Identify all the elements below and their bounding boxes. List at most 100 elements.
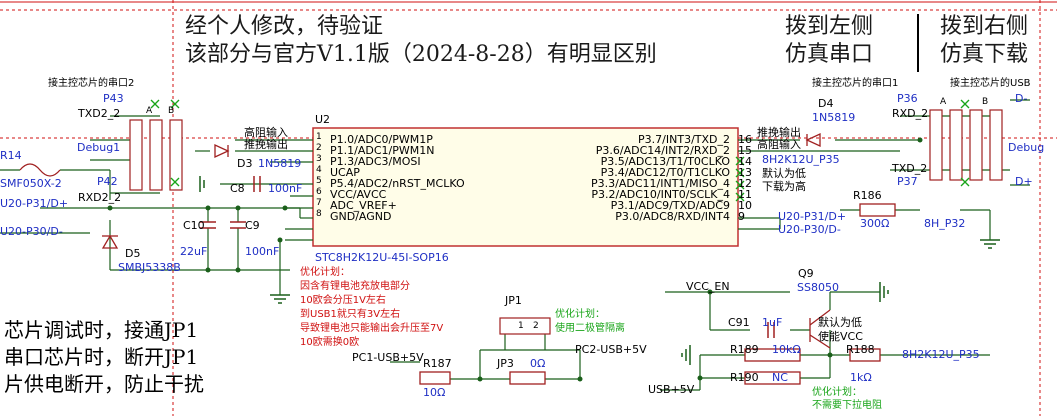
ic-right-pin-number: 12 xyxy=(738,177,752,190)
ic-right-pin-name: P3.5/ADC13/T1/T0CLKO xyxy=(600,155,730,168)
ic-left-pin-name: UCAP xyxy=(330,166,360,179)
grounds xyxy=(199,176,1000,365)
switch-a2-label: A xyxy=(940,97,947,107)
ic-left-pin-name: P1.0/ADC0/PWM1P xyxy=(330,133,433,146)
r186-value: 300Ω xyxy=(860,217,890,230)
ic-left-pin-name: P1.3/ADC3/MOSI xyxy=(330,155,421,168)
ic-right-pin-name: P3.4/ADC12/T0/T1CLKO xyxy=(600,166,730,179)
switch-bodies xyxy=(129,109,1003,335)
r189-label: R189 xyxy=(730,343,759,356)
ic-right-pin-name: P3.6/ADC14/INT2/RXD_2 xyxy=(595,144,730,157)
push-pull-left: 推挽输出 xyxy=(244,138,288,151)
note-line-3: 片供电断开，防止干扰 xyxy=(4,372,204,396)
ic-left-pin-name: P1.1/ADC1/PWM1N xyxy=(330,144,435,157)
ic-left-pin-number: 6 xyxy=(316,187,322,197)
push-pull-right: 推挽输出 xyxy=(757,126,801,139)
ic-right-pin-number: 9 xyxy=(738,210,745,223)
r189-value: 10kΩ xyxy=(772,343,801,356)
r186-label: R186 xyxy=(853,189,882,202)
p43-label: P43 xyxy=(103,92,124,105)
c10-label: C10 xyxy=(183,219,205,232)
r190-value: NC xyxy=(772,371,788,384)
conn-right-label: 接主控芯片的USB xyxy=(950,78,1031,89)
ic-right-pin-name: P3.0/ADC8/RXD/INT4 xyxy=(615,210,730,223)
opt-plan-line-1: 因含有锂电池充放电部分 xyxy=(300,281,410,292)
switch-b2-label: B xyxy=(982,97,989,107)
ic-part: STC8H2K12U-45I-SOP16 xyxy=(315,251,449,264)
conn-left-label: 接主控芯片的串口2 xyxy=(48,78,135,89)
ic-right-pin-number: 16 xyxy=(738,133,752,146)
conn-mid-label: 接主控芯片的串口1 xyxy=(812,78,899,89)
rxd-2-label: RXD_2 xyxy=(892,107,929,120)
r187-label: R187 xyxy=(423,357,452,370)
hi-z-input-right: 高阻输入 xyxy=(757,138,801,151)
c9-value: 100nF xyxy=(245,245,280,258)
opt-plan-line-3: 到USB1就只有3V左右 xyxy=(300,309,401,320)
header-line-1: 经个人修改，待验证 xyxy=(185,14,384,39)
header-line-2: 该部分与官方V1.1版（2024-8-28）有明显区别 xyxy=(185,42,657,67)
c8-value: 100nF xyxy=(268,182,303,195)
junctions xyxy=(107,137,923,382)
q9-label: Q9 xyxy=(798,267,814,280)
transistor-q9 xyxy=(809,309,831,349)
ic-right-pin-name: P3.2/ADC10/INT0/SCLK_4 xyxy=(591,188,730,201)
ic-ref: U2 xyxy=(315,113,331,126)
r14-label: R14 xyxy=(0,149,22,162)
net-8h2k-p35-b: 8H2K12U_P35 xyxy=(902,348,980,361)
switch-left-subtitle: 仿真串口 xyxy=(785,42,874,67)
r14-part: SMF050X-2 xyxy=(0,177,62,190)
ic-right-pin-number: 13 xyxy=(738,166,752,179)
net-8h2k-p35: 8H2K12U_P35 xyxy=(762,153,840,166)
dminus-label: D- xyxy=(1015,92,1028,105)
switch-right-title: 拨到右侧 xyxy=(940,14,1029,39)
txd-2-label: TXD_2 xyxy=(892,162,928,175)
ic-left-pin-number: 1 xyxy=(316,132,322,142)
ic-right-pin-number: 10 xyxy=(738,199,752,212)
net-u20-p31-right: U20-P31/D+ xyxy=(778,210,847,223)
ic-left-pin-name: ADC_VREF+ xyxy=(330,199,397,212)
ic-body xyxy=(312,127,739,247)
ic-left-pin-name: VCC/AVCC xyxy=(330,188,387,201)
opt-plan-pulldown-title: 优化计划： xyxy=(812,387,862,398)
opt-plan-title: 优化计划： xyxy=(300,267,350,278)
jp1-pin1: 1 xyxy=(518,321,524,331)
d4-label: D4 xyxy=(818,97,834,110)
d5-part: SMBJ5338B xyxy=(118,261,181,274)
opt-plan-line-2: 10欧会分压1V左右 xyxy=(300,295,386,306)
switch-b-label: B xyxy=(168,106,175,116)
rxd2-2-label: RXD2_2 xyxy=(78,191,122,204)
ic-left-pin-number: 7 xyxy=(316,198,322,208)
no-connect-marks xyxy=(150,99,970,202)
c8-label: C8 xyxy=(230,182,245,195)
c10-value: 22uF xyxy=(180,245,208,258)
d3-label: D3 xyxy=(237,157,253,170)
net-u20-p31-left: U20-P31/D+ xyxy=(0,197,69,210)
r187-value: 10Ω xyxy=(423,386,446,399)
net-u20-p30-left: U20-P30/D- xyxy=(0,225,63,238)
ic-right-pin-number: 15 xyxy=(738,144,752,157)
p37-label: P37 xyxy=(897,175,918,188)
jp1-pin2: 2 xyxy=(533,321,539,331)
r190-label: R190 xyxy=(730,371,759,384)
fuse-symbol xyxy=(19,163,61,177)
jp1-label: JP1 xyxy=(505,294,522,307)
net-usb5v: USB+5V xyxy=(648,383,695,396)
ic-right-pin-name: P3.3/ADC11/INT1/MISO_4 xyxy=(591,177,730,190)
net-u20-p30-right: U20-P30/D- xyxy=(778,223,841,236)
ic-left-pin-name: GND/AGND xyxy=(330,210,392,223)
ic-left-pin-number: 5 xyxy=(316,176,322,186)
ic-left-pin-number: 2 xyxy=(316,143,322,153)
net-8h-p32: 8H_P32 xyxy=(924,217,966,230)
switch-right-subtitle: 仿真下载 xyxy=(940,42,1029,67)
opt-plan-jp-line-1: 使用二极管隔离 xyxy=(555,323,625,334)
c9-label: C9 xyxy=(245,219,260,232)
d3-part: 1N5819 xyxy=(258,157,302,170)
switch-a-label: A xyxy=(146,106,153,116)
hi-z-input-left: 高阻输入 xyxy=(244,126,288,139)
ic-right-pin-name: P3.7/INT3/TXD_2 xyxy=(638,133,730,146)
r188-label: R188 xyxy=(846,343,875,356)
opt-plan-line-4: 导致锂电池只能输出会升压至7V xyxy=(300,323,444,334)
debug-label: Debug xyxy=(1008,141,1045,154)
switch-left-title: 拨到左侧 xyxy=(785,14,874,39)
